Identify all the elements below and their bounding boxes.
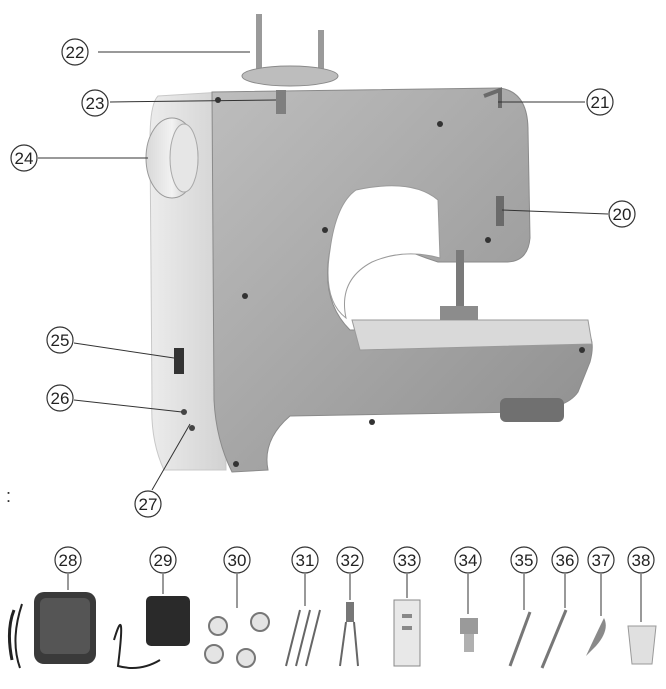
callout-36: 36: [556, 551, 575, 570]
callout-33: 33: [398, 551, 417, 570]
leader-line-27: [151, 423, 191, 491]
callout-35: 35: [515, 551, 534, 570]
machine-arm-opening: [327, 185, 441, 320]
needle-plate: [393, 599, 421, 667]
callout-circle-21: [586, 88, 614, 116]
accessory-drawer: [500, 398, 564, 422]
callout-circle-23: [81, 89, 109, 117]
machine-body: [211, 87, 593, 473]
callout-24: 24: [15, 149, 34, 168]
callout-circle-35: [510, 546, 538, 574]
needles: [285, 609, 321, 667]
callout-29: 29: [154, 551, 173, 570]
spare-presser-foot: [460, 618, 478, 652]
screw: [233, 461, 239, 467]
callout-28: 28: [59, 551, 78, 570]
separator-mark: :: [6, 486, 12, 506]
screw: [437, 121, 443, 127]
spool-pin-base: [241, 65, 339, 87]
callout-circle-27: [134, 490, 162, 518]
callout-circle-36: [551, 546, 579, 574]
needle-bar: [456, 250, 464, 312]
spool-pin-1: [256, 14, 262, 74]
spool-pin-2: [318, 30, 324, 76]
callout-22: 22: [66, 43, 85, 62]
seam-ripper: [540, 609, 568, 669]
sewing-machine-illustration: [145, 14, 593, 473]
callout-circle-30: [223, 546, 251, 574]
screw: [485, 237, 491, 243]
foot-pedal: [7, 592, 96, 669]
callout-25: 25: [51, 331, 70, 350]
power-adapter: [113, 596, 190, 669]
callout-30: 30: [228, 551, 247, 570]
callout-circle-28: [54, 546, 82, 574]
callout-31: 31: [296, 551, 315, 570]
callout-34: 34: [459, 551, 478, 570]
pedal-socket: [189, 425, 195, 431]
callout-circle-33: [393, 546, 421, 574]
needle-threader: [508, 611, 532, 667]
presser-foot: [440, 306, 478, 320]
callout-32: 32: [341, 551, 360, 570]
callout-circle-31: [291, 546, 319, 574]
accessories-illustration: [7, 592, 657, 669]
callout-circle-22: [61, 38, 89, 66]
callout-circle-26: [46, 384, 74, 412]
callout-38: 38: [632, 551, 651, 570]
callout-circle-25: [46, 326, 74, 354]
spool-cap: [627, 625, 657, 665]
callout-20: 20: [613, 205, 632, 224]
leader-line-26: [73, 399, 183, 413]
callout-27: 27: [139, 495, 158, 514]
handwheel-hub: [169, 123, 199, 193]
screw: [242, 293, 248, 299]
callout-circle-32: [336, 546, 364, 574]
power-socket: [181, 409, 187, 415]
machine-callouts: 22 23 24 21 20 25 26 27: [10, 38, 636, 518]
callout-circle-34: [454, 546, 482, 574]
screw: [369, 419, 375, 425]
screw: [579, 347, 585, 353]
machine-bed: [351, 319, 593, 351]
callout-21: 21: [591, 93, 610, 112]
leader-line-20: [501, 209, 609, 215]
screw: [215, 97, 221, 103]
leader-line-25: [73, 342, 175, 359]
bobbins: [204, 612, 270, 668]
power-switch: [174, 348, 184, 374]
leader-line-23: [109, 99, 277, 103]
accessory-callouts: 28 29 30 31 32 33 34 35 36 37 38: [54, 546, 655, 622]
twin-needle: [339, 602, 359, 667]
callout-26: 26: [51, 389, 70, 408]
callout-circle-29: [149, 546, 177, 574]
callout-circle-37: [587, 546, 615, 574]
thread-clip: [586, 618, 606, 656]
callout-37: 37: [592, 551, 611, 570]
screw: [322, 227, 328, 233]
callout-circle-38: [627, 546, 655, 574]
callout-circle-24: [10, 144, 38, 172]
thread-guide: [276, 90, 286, 114]
callout-circle-20: [608, 200, 636, 228]
callout-23: 23: [86, 94, 105, 113]
stitch-selector: [496, 196, 504, 226]
